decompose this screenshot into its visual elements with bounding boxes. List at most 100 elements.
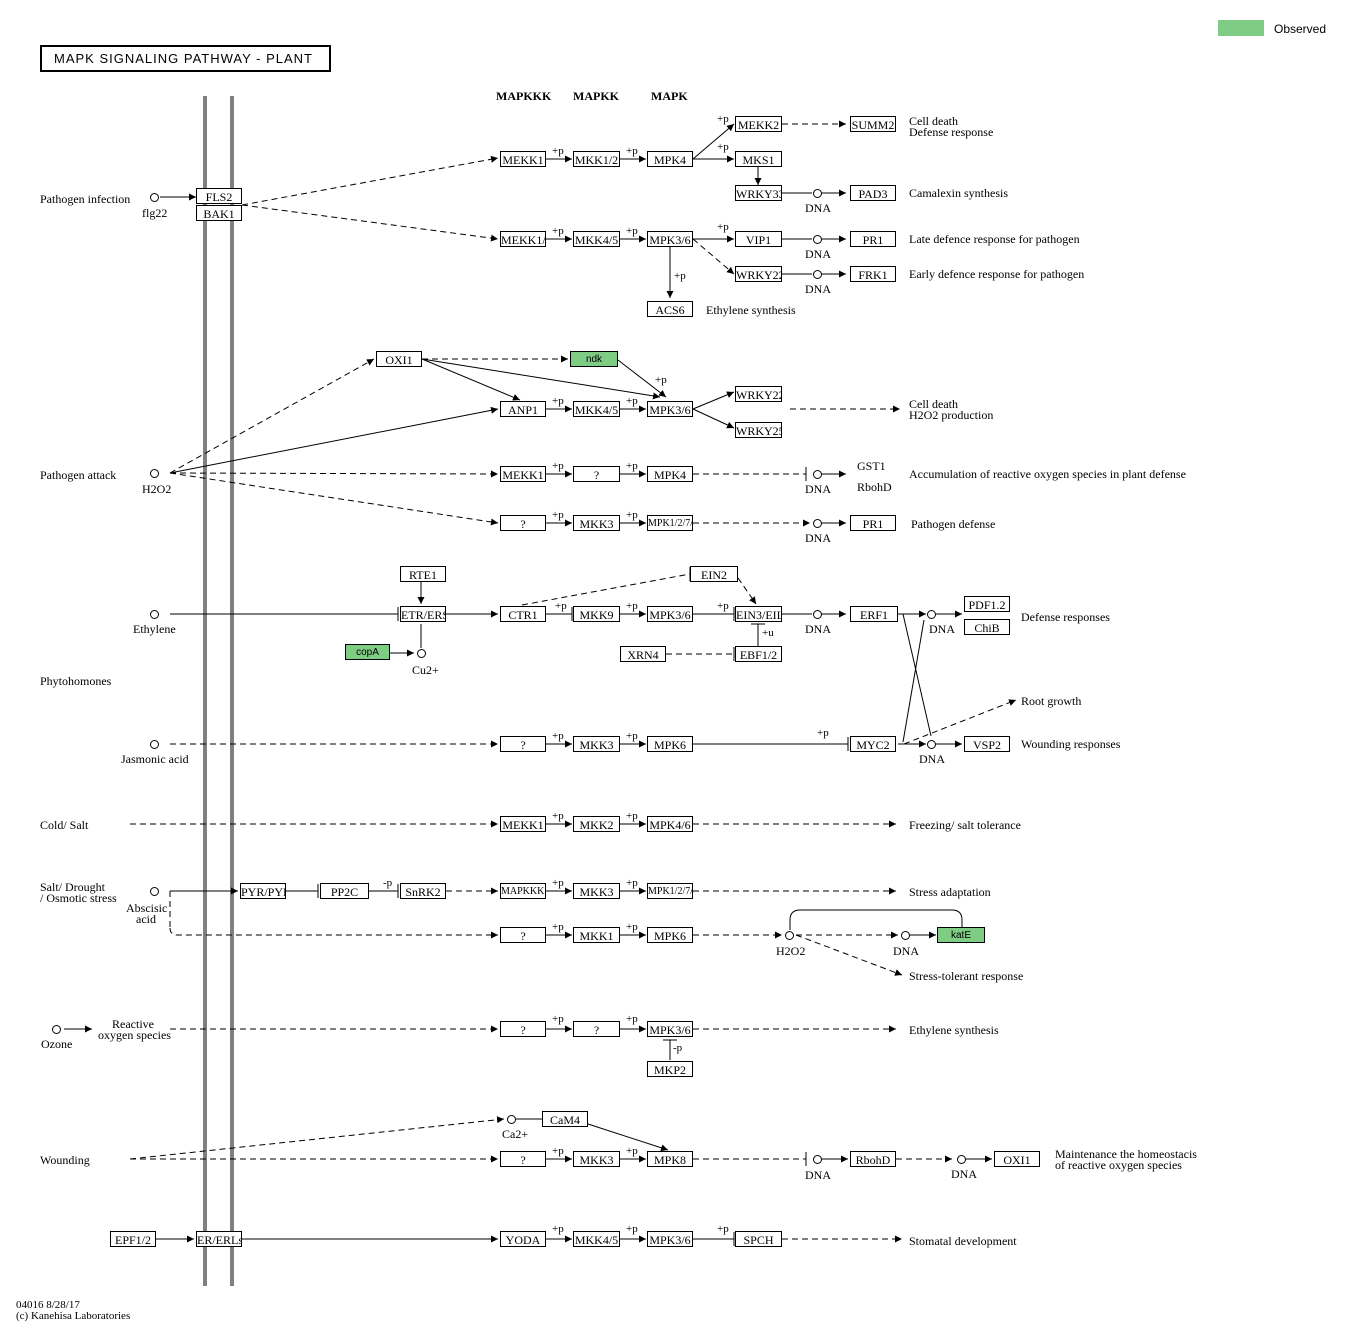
- node-mkk4-5[interactable]: MKK4/5: [573, 1231, 620, 1247]
- node-mpk3-6[interactable]: MPK3/6: [647, 231, 693, 247]
- header-mapkkk: MAPKKK: [496, 89, 552, 103]
- node-unknown[interactable]: ?: [500, 736, 546, 752]
- outcome-ros-homeostasis: of reactive oxygen species: [1055, 1158, 1182, 1172]
- node-mkp2[interactable]: MKP2: [647, 1061, 693, 1077]
- node-unknown[interactable]: ?: [573, 466, 620, 482]
- node-mpk4-6[interactable]: MPK4/6: [647, 816, 693, 832]
- node-mkk1[interactable]: MKK1: [573, 927, 620, 943]
- outcome-stress-tolerant: Stress-tolerant response: [909, 969, 1024, 983]
- node-unknown[interactable]: ?: [573, 1021, 620, 1037]
- dna-label: DNA: [805, 622, 831, 636]
- node-mpk3-6[interactable]: MPK3/6: [647, 606, 693, 622]
- node-xrn4[interactable]: XRN4: [620, 646, 666, 662]
- node-ndk[interactable]: ndk: [570, 351, 618, 367]
- node-mkk3[interactable]: MKK3: [573, 883, 620, 899]
- node-acs6[interactable]: ACS6: [647, 301, 693, 317]
- compound-h2o2-b-label: H2O2: [776, 944, 806, 958]
- compound-cu[interactable]: [417, 649, 426, 658]
- node-spch[interactable]: SPCH: [735, 1231, 782, 1247]
- node-unknown[interactable]: ?: [500, 1151, 546, 1167]
- dna-kate: [901, 931, 910, 940]
- phosphorylation-label: +p: [626, 1223, 638, 1235]
- phosphorylation-label: +p: [655, 374, 667, 386]
- node-mpk3-6[interactable]: MPK3/6: [647, 401, 693, 417]
- node-mpk8[interactable]: MPK8: [647, 1151, 693, 1167]
- node-rte1[interactable]: RTE1: [400, 566, 446, 582]
- node-etr-ers[interactable]: ETR/ERS: [400, 606, 446, 622]
- ubiquitination-label: +u: [762, 627, 774, 639]
- node-mkk1-2[interactable]: MKK1/2: [573, 151, 620, 167]
- node-mkk3[interactable]: MKK3: [573, 1151, 620, 1167]
- node-epf1-2[interactable]: EPF1/2: [110, 1231, 156, 1247]
- node-bak1[interactable]: BAK1: [196, 205, 242, 221]
- compound-ca[interactable]: [507, 1115, 516, 1124]
- node-kate[interactable]: katE: [937, 927, 985, 943]
- node-mkk3[interactable]: MKK3: [573, 736, 620, 752]
- node-summ2[interactable]: SUMM2: [850, 116, 896, 132]
- node-pad3[interactable]: PAD3: [850, 185, 896, 201]
- node-anp1[interactable]: ANP1: [500, 401, 546, 417]
- node-fls2[interactable]: FLS2: [196, 188, 242, 204]
- node-rbohd[interactable]: RbohD: [850, 1151, 896, 1167]
- node-vsp2[interactable]: VSP2: [964, 736, 1010, 752]
- compound-h2o2[interactable]: [150, 469, 159, 478]
- node-ctr1[interactable]: CTR1: [500, 606, 546, 622]
- compound-jasmonic-acid[interactable]: [150, 740, 159, 749]
- node-wrky22-29[interactable]: WRKY22/29: [735, 386, 782, 402]
- node-mpk3-6[interactable]: MPK3/6: [647, 1231, 693, 1247]
- node-unknown[interactable]: ?: [500, 515, 546, 531]
- node-mekk1[interactable]: MEKK1: [500, 466, 546, 482]
- node-mpk6[interactable]: MPK6: [647, 927, 693, 943]
- node-pyr-pyl[interactable]: PYR/PYL: [240, 883, 286, 899]
- node-mekk2[interactable]: MEKK2: [735, 116, 782, 132]
- node-myc2[interactable]: MYC2: [850, 736, 896, 752]
- node-mkk2[interactable]: MKK2: [573, 816, 620, 832]
- node-mkk9[interactable]: MKK9: [573, 606, 620, 622]
- node-mkk4-5[interactable]: MKK4/5: [573, 401, 620, 417]
- node-copa[interactable]: copA: [345, 644, 390, 660]
- phosphorylation-label: +p: [626, 877, 638, 889]
- node-cam4[interactable]: CaM4: [542, 1111, 588, 1127]
- node-mekk1-q[interactable]: MEKK1/?: [500, 231, 546, 247]
- node-mpk1-2-7-14[interactable]: MPK1/2/7/14: [647, 515, 693, 531]
- node-mkk4-5[interactable]: MKK4/5: [573, 231, 620, 247]
- node-pdf1-2[interactable]: PDF1.2: [964, 596, 1010, 612]
- node-wrky25[interactable]: WRKY25: [735, 422, 782, 438]
- node-er-erls[interactable]: ER/ERLs: [196, 1231, 242, 1247]
- node-oxi1[interactable]: OXI1: [994, 1151, 1040, 1167]
- compound-abscisic-acid[interactable]: [150, 887, 159, 896]
- node-vip1[interactable]: VIP1: [735, 231, 782, 247]
- node-mpk4[interactable]: MPK4: [647, 466, 693, 482]
- node-frk1[interactable]: FRK1: [850, 266, 896, 282]
- node-ein3-eil[interactable]: EIN3/EIL: [735, 606, 782, 622]
- node-wrky22-29[interactable]: WRKY22/29: [735, 266, 782, 282]
- compound-ozone[interactable]: [52, 1025, 61, 1034]
- node-chib[interactable]: ChiB: [964, 619, 1010, 635]
- node-mpk3-6[interactable]: MPK3/6: [647, 1021, 693, 1037]
- node-unknown[interactable]: ?: [500, 927, 546, 943]
- node-yoda[interactable]: YODA: [500, 1231, 546, 1247]
- node-pr1[interactable]: PR1: [850, 515, 896, 531]
- node-ein2[interactable]: EIN2: [690, 566, 738, 582]
- node-mpk1-2-7-14[interactable]: MPK1/2/7/14: [647, 883, 693, 899]
- node-mpk6[interactable]: MPK6: [647, 736, 693, 752]
- node-wrky33[interactable]: WRKY33: [735, 185, 782, 201]
- node-ebf1-2[interactable]: EBF1/2: [735, 646, 782, 662]
- node-mekk1[interactable]: MEKK1: [500, 816, 546, 832]
- node-oxi1[interactable]: OXI1: [376, 351, 422, 367]
- node-mks1[interactable]: MKS1: [735, 151, 782, 167]
- node-pr1[interactable]: PR1: [850, 231, 896, 247]
- node-mkk3[interactable]: MKK3: [573, 515, 620, 531]
- compound-ethylene[interactable]: [150, 610, 159, 619]
- node-mapkkk17-18[interactable]: MAPKKK17/18: [500, 883, 546, 899]
- node-mpk4[interactable]: MPK4: [647, 151, 693, 167]
- node-snrk2[interactable]: SnRK2: [400, 883, 446, 899]
- compound-flg22[interactable]: [150, 193, 159, 202]
- outcome-freezing-tolerance: Freezing/ salt tolerance: [909, 818, 1021, 832]
- node-unknown[interactable]: ?: [500, 1021, 546, 1037]
- node-mekk1[interactable]: MEKK1: [500, 151, 546, 167]
- node-pp2c[interactable]: PP2C: [320, 883, 369, 899]
- node-erf1[interactable]: ERF1: [850, 606, 898, 622]
- outcome-cell-death: Cell death: [909, 114, 958, 128]
- compound-h2o2-b[interactable]: [785, 931, 794, 940]
